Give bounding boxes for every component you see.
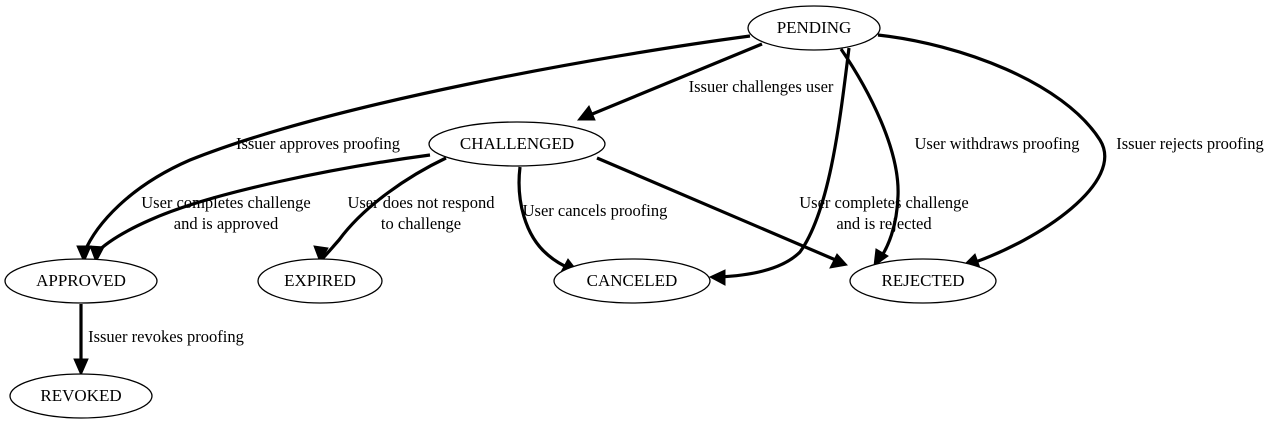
node-rejected-shape[interactable] (849, 258, 997, 304)
edge-label-pending-canceled: User cancels proofing (523, 201, 668, 220)
arrowhead-challenged-rejected (829, 253, 848, 269)
edge-label-pending-rejected: User withdraws proofing (915, 134, 1080, 153)
arrowhead-approved-revoked (73, 358, 89, 377)
edge-label-challenged-approved: User completes challenge and is approved (141, 193, 311, 233)
node-canceled[interactable]: CANCELED (553, 258, 711, 304)
edge-pending-canceled (708, 47, 851, 286)
node-challenged[interactable]: CHALLENGED (428, 121, 606, 167)
edge-path-challenged-approved (94, 153, 431, 255)
edge-path-pending-rejected (839, 48, 900, 261)
edge-path-pending-challenged (584, 42, 763, 119)
edge-path-challenged-expired (320, 156, 447, 261)
edge-challenged-expired (313, 156, 447, 264)
edge-path-pending-rejected-2 (877, 33, 1107, 266)
edge-label-challenged-expired: User does not respond to challenge (347, 193, 495, 233)
arrowhead-pending-rejected (873, 248, 889, 268)
edge-label-challenged-expired-line2: to challenge (381, 214, 461, 233)
arrowhead-challenged-approved (89, 245, 105, 264)
node-challenged-label: CHALLENGED (460, 134, 574, 153)
edge-path-pending-canceled (717, 47, 851, 279)
node-pending[interactable]: PENDING (747, 5, 881, 51)
edges-layer (73, 33, 1107, 377)
node-canceled-shape[interactable] (553, 258, 711, 304)
edge-label-challenged-expired-line1: User does not respond (347, 193, 495, 212)
edge-label-pending-challenged: Issuer challenges user (689, 77, 834, 96)
edge-path-challenged-canceled (517, 166, 572, 271)
node-rejected[interactable]: REJECTED (849, 258, 997, 304)
edge-pending-challenged (576, 42, 763, 121)
edge-challenged-approved (89, 153, 431, 264)
node-rejected-label: REJECTED (881, 271, 964, 290)
node-revoked-label: REVOKED (40, 386, 121, 405)
edge-pending-approved (76, 34, 751, 264)
edge-labels-layer: Issuer approves proofing Issuer challeng… (88, 77, 1264, 346)
node-revoked-shape[interactable] (9, 373, 153, 419)
edge-label-approved-revoked: Issuer revokes proofing (88, 327, 244, 346)
edge-label-challenged-approved-line2: and is approved (174, 214, 279, 233)
node-approved[interactable]: APPROVED (4, 258, 158, 304)
edge-label-challenged-rejected: User completes challenge and is rejected (799, 193, 969, 233)
edge-label-challenged-rejected-line2: and is rejected (836, 214, 932, 233)
node-approved-shape[interactable] (4, 258, 158, 304)
node-expired-label: EXPIRED (284, 271, 356, 290)
edge-challenged-rejected (596, 156, 848, 269)
edge-label-challenged-approved-line1: User completes challenge (141, 193, 311, 212)
nodes-layer: PENDING CHALLENGED APPROVED EXPIRED CANC… (4, 5, 997, 419)
edge-path-pending-approved (82, 34, 751, 254)
node-expired[interactable]: EXPIRED (257, 258, 383, 304)
arrowhead-pending-approved (76, 245, 92, 264)
edge-approved-revoked (73, 304, 89, 377)
node-expired-shape[interactable] (257, 258, 383, 304)
node-canceled-label: CANCELED (587, 271, 678, 290)
node-challenged-shape[interactable] (428, 121, 606, 167)
arrowhead-pending-challenged (576, 105, 596, 121)
edge-label-pending-rejected-2: Issuer rejects proofing (1116, 134, 1264, 153)
node-approved-label: APPROVED (36, 271, 126, 290)
node-pending-shape[interactable] (747, 5, 881, 51)
edge-label-pending-approved: Issuer approves proofing (236, 134, 400, 153)
arrowhead-challenged-expired (313, 245, 329, 264)
node-pending-label: PENDING (777, 18, 852, 37)
arrowhead-pending-canceled (708, 269, 726, 286)
edge-path-challenged-rejected (596, 156, 839, 263)
node-revoked[interactable]: REVOKED (9, 373, 153, 419)
edge-label-challenged-rejected-line1: User completes challenge (799, 193, 969, 212)
edge-pending-rejected (839, 48, 900, 268)
